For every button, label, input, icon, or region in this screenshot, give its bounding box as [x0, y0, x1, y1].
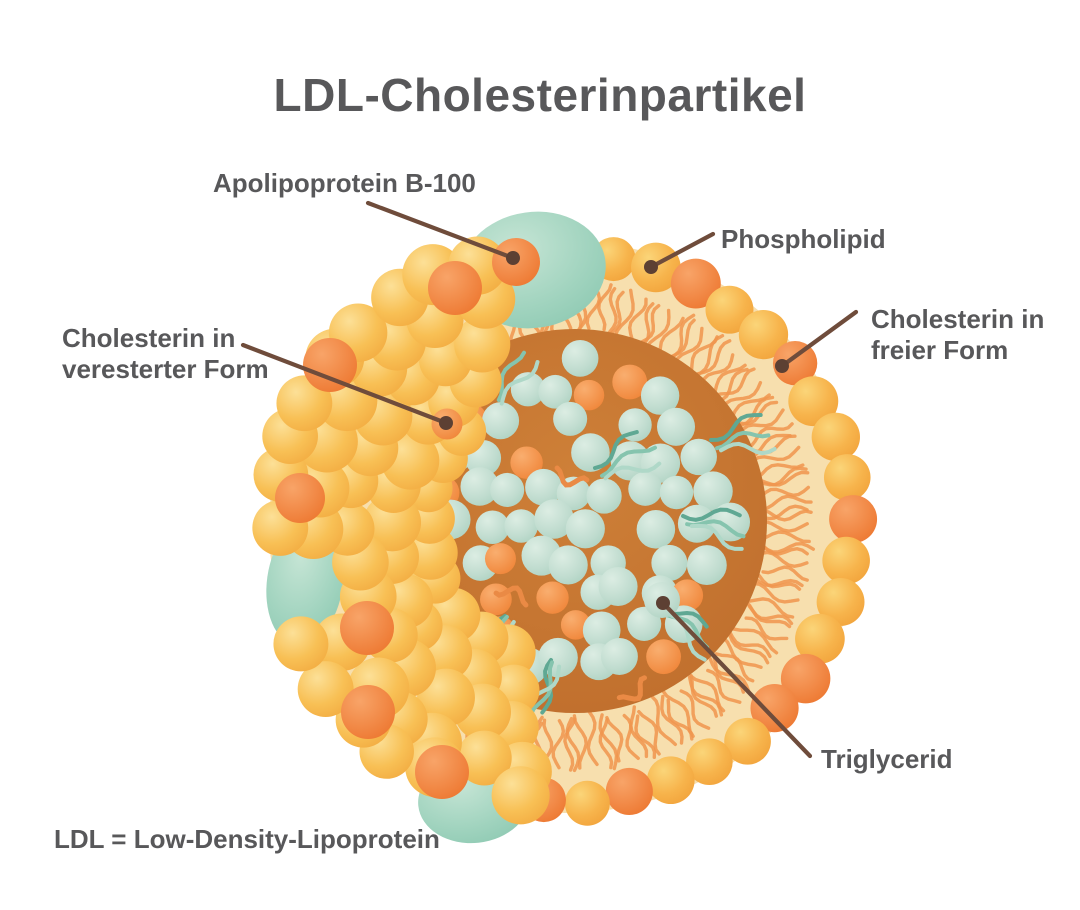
leader-lines	[240, 200, 859, 759]
label-phospholipid: Phospholipid	[721, 224, 886, 254]
label-apolipoprotein-b100: Apolipoprotein B-100	[213, 168, 476, 198]
diagram-title: LDL-Cholesterinpartikel	[273, 69, 807, 121]
label-cholesterol-esterified: Cholesterin in veresterter Form	[62, 323, 269, 384]
abbreviation-footnote: LDL = Low-Density-Lipoprotein	[54, 824, 440, 854]
label-cholesterol-free-form: Cholesterin in freier Form	[871, 304, 1045, 365]
label-triglyceride: Triglycerid	[821, 744, 953, 774]
free-cholesterol-spheres	[275, 238, 540, 799]
glyceride-curls	[493, 465, 647, 702]
phospholipid-head-ring	[420, 235, 878, 826]
